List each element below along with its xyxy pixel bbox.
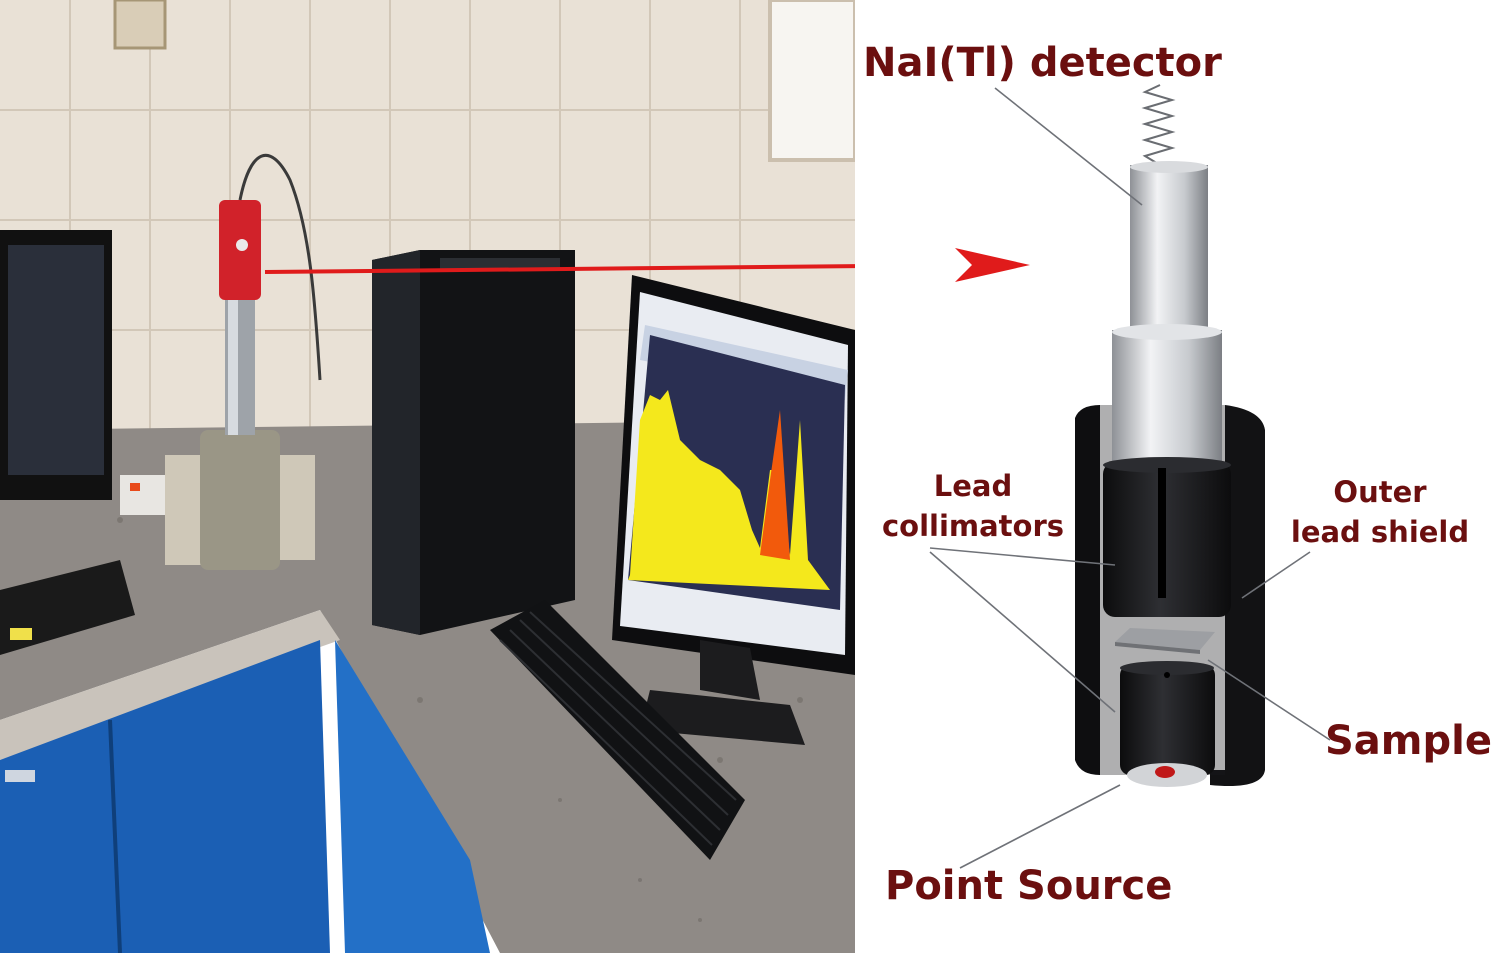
- point-source-pellet: [1155, 766, 1175, 778]
- pc-tower: [372, 250, 575, 635]
- cabinet-handle: [5, 770, 35, 782]
- connection-arrowhead: [955, 248, 1030, 282]
- shield-label: Outer lead shield: [1280, 472, 1480, 552]
- detector-lower-cylinder: [1112, 330, 1222, 465]
- leader-lines: [929, 87, 1331, 869]
- shield-label-line1: Outer: [1333, 475, 1427, 509]
- detector-label: NaI(Tl) detector: [863, 40, 1222, 86]
- left-keyboard: [0, 560, 135, 655]
- window: [768, 0, 855, 162]
- counter-edge: [0, 610, 340, 760]
- yellow-sticker: [10, 628, 32, 640]
- detector-base: [200, 430, 280, 570]
- sample-plate: [1115, 628, 1215, 650]
- detector-cable: [238, 154, 322, 381]
- lab-setup-photo: [0, 0, 855, 953]
- point-source-label: Point Source: [885, 863, 1173, 909]
- leader-collimator-upper: [929, 547, 1116, 566]
- collimators-label-line2: collimators: [881, 509, 1065, 543]
- leader-shield: [1241, 551, 1311, 599]
- connection-arrow-line: [264, 264, 855, 274]
- outer-lead-shield-right: [1210, 405, 1265, 786]
- blue-cabinet-left: [0, 640, 330, 953]
- detector-schematic: [929, 84, 1331, 869]
- left-monitor-screen: [8, 245, 104, 475]
- collimators-label: Lead collimators: [878, 466, 1068, 546]
- blue-cabinet-right: [335, 640, 490, 953]
- main-keyboard: [490, 600, 745, 860]
- leader-source: [959, 784, 1121, 869]
- shield-label-line2: lead shield: [1290, 515, 1470, 549]
- leader-collimator-lower: [929, 551, 1116, 713]
- detector-upper-cylinder: [1130, 165, 1208, 330]
- wall-socket: [113, 0, 167, 50]
- monitor-stand: [700, 640, 760, 700]
- collimators-label-line1: Lead: [933, 469, 1013, 503]
- sample-label: Sample: [1325, 718, 1492, 764]
- keyboard-keys: [499, 611, 737, 846]
- leader-sample: [1207, 659, 1331, 741]
- leader-detector: [994, 87, 1143, 206]
- lower-lead-collimator: [1120, 665, 1215, 775]
- power-strip: [120, 475, 165, 515]
- detector-cable-coil: [1141, 84, 1176, 166]
- spectrum-peak: [760, 410, 790, 560]
- outer-lead-shield-left: [1075, 405, 1100, 775]
- upper-lead-collimator: [1103, 462, 1231, 617]
